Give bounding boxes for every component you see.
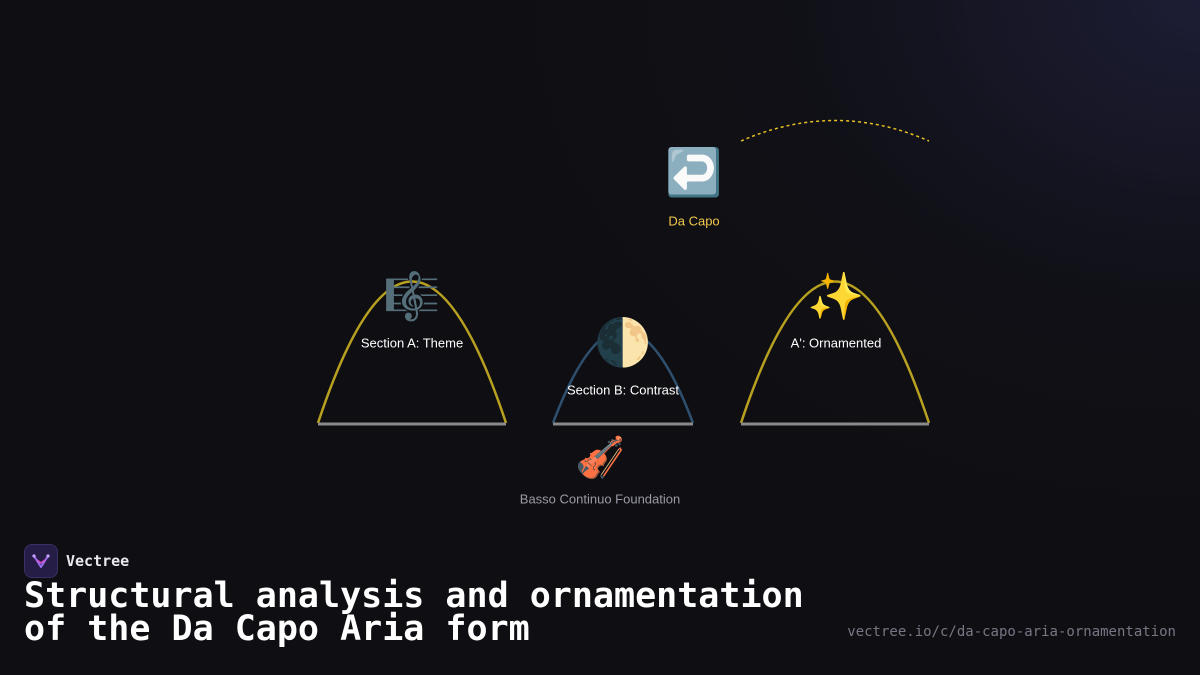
return-arrow-icon: ↩️ — [665, 146, 723, 198]
page-title: Structural analysis and ornamentation of… — [24, 576, 804, 649]
violin-icon: 🎻 — [575, 436, 625, 480]
section-a-prime-label: A': Ornamented — [790, 335, 882, 351]
brand-name: Vectree — [66, 552, 130, 570]
basso-continuo-label: Basso Continuo Foundation — [519, 491, 681, 507]
section-a-arch — [316, 280, 508, 424]
sparkles-icon: ✨ — [807, 270, 865, 322]
section-a-prime-arch — [739, 280, 931, 424]
page-url[interactable]: vectree.io/c/da-capo-aria-ornamentation — [847, 624, 1176, 640]
da-capo-label: Da Capo — [668, 213, 720, 229]
brand: Vectree — [24, 544, 129, 578]
da-capo-return-arc — [740, 119, 930, 142]
vectree-logo-icon — [24, 544, 58, 578]
treble-clef-icon: 🎼 — [383, 270, 441, 322]
half-moon-icon: 🌓 — [594, 316, 652, 368]
section-b-label: Section B: Contrast — [567, 382, 679, 398]
section-b-arch — [551, 328, 695, 424]
section-a-label: Section A: Theme — [360, 335, 464, 351]
